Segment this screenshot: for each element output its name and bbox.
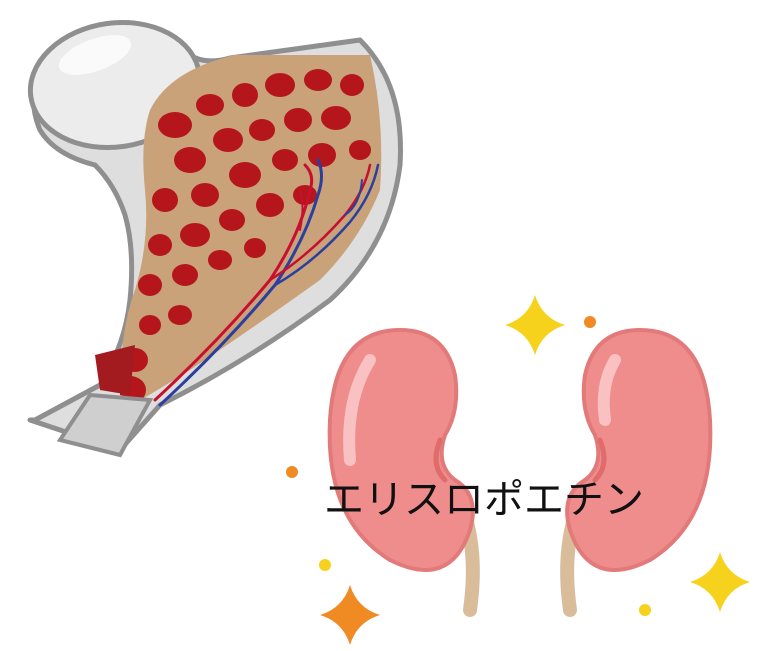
sparkle-yellow-right-icon <box>690 552 750 612</box>
caption-erythropoietin: エリスロポエチン <box>324 470 644 530</box>
dot-yellow-icon <box>639 604 651 616</box>
dot-orange-icon <box>286 466 298 478</box>
sparkle-yellow-top-icon <box>505 295 565 355</box>
dot-orange-icon <box>584 316 596 328</box>
sparkle-orange-left-icon <box>320 585 380 645</box>
kidney-right <box>567 330 710 570</box>
dot-yellow-icon <box>319 559 331 571</box>
